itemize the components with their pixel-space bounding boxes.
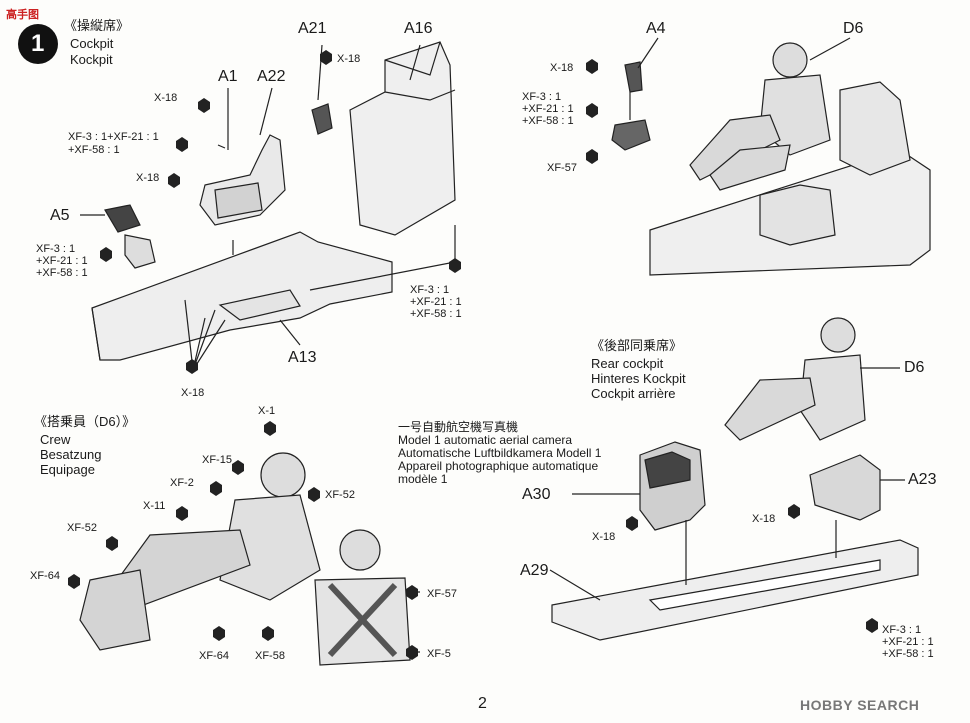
camera-caption: 一号自動航空機写真機 Model 1 automatic aerial came…	[398, 420, 602, 486]
paint-xf52: XF-52	[67, 522, 97, 534]
part-label-a1: A1	[218, 68, 238, 85]
watermark: 高手图	[6, 9, 39, 21]
part-label-a29: A29	[520, 562, 549, 579]
part-label-a16: A16	[404, 20, 433, 37]
seat-a23	[809, 454, 881, 521]
paint-xf3-xf21: XF-3 : 1+XF-21 : 1	[68, 131, 159, 143]
step-title-de: Kockpit	[70, 52, 113, 67]
crew-title-fr: Equipage	[40, 462, 95, 477]
paint-xf57: XF-57	[547, 162, 577, 174]
paint-x18: X-18	[136, 172, 160, 184]
paint-xf58: XF-58	[255, 650, 285, 662]
part-label-a13: A13	[288, 349, 317, 366]
hobby-search-logo: HOBBY SEARCH	[800, 697, 920, 713]
part-label-d6-top: D6	[843, 20, 864, 37]
page-number: 2	[478, 695, 487, 712]
paint-xf64: XF-64	[199, 650, 229, 662]
part-label-a4: A4	[646, 20, 666, 37]
paint-x18: X-18	[550, 62, 574, 74]
crew-title-en: Crew	[40, 432, 71, 447]
paint-xf57: XF-57	[427, 588, 457, 600]
part-label-a21: A21	[298, 20, 327, 37]
paint-xf64: XF-64	[30, 570, 60, 582]
part-label-d6-rear: D6	[904, 359, 925, 376]
part-label-a22: A22	[257, 68, 286, 85]
step-title-jp: 《操縦席》	[64, 18, 130, 33]
crew-title-de: Besatzung	[40, 447, 102, 462]
paint-xf5: XF-5	[427, 648, 451, 660]
rear-title-jp: 《後部同乗席》	[591, 338, 683, 353]
bulkhead-a16	[349, 41, 456, 236]
step-title-en: Cockpit	[70, 36, 114, 51]
paint-mix-a16: XF-3 : 1+XF-21 : 1+XF-58 : 1	[410, 284, 462, 320]
part-label-a23: A23	[908, 471, 937, 488]
paint-x18: X-18	[154, 92, 178, 104]
step-number: 1	[31, 30, 45, 57]
paint-mix-a29: XF-3 : 1+XF-21 : 1+XF-58 : 1	[882, 624, 934, 660]
part-label-a5: A5	[50, 207, 70, 224]
paint-mix-a5: XF-3 : 1+XF-21 : 1+XF-58 : 1	[36, 243, 88, 279]
paint-x18: X-18	[181, 387, 205, 399]
paint-mix-a4: XF-3 : 1+XF-21 : 1+XF-58 : 1	[522, 91, 574, 127]
paint-x18: X-18	[592, 531, 616, 543]
floor-a13	[91, 231, 393, 361]
paint-xf52: XF-52	[325, 489, 355, 501]
rear-title-de: Hinteres Kockpit	[591, 371, 686, 386]
crew-title-jp: 《搭乗員（D6）》	[34, 414, 136, 429]
paint-xf15: XF-15	[202, 454, 232, 466]
paint-xf2: XF-2	[170, 477, 194, 489]
paint-xf58: +XF-58 : 1	[68, 144, 120, 156]
rear-title-en: Rear cockpit	[591, 356, 664, 371]
paint-x18: X-18	[752, 513, 776, 525]
part-label-a30: A30	[522, 486, 551, 503]
paint-x1: X-1	[258, 405, 276, 417]
step-number-disc	[18, 24, 58, 64]
paint-x18: X-18	[337, 53, 361, 65]
rear-title-fr: Cockpit arrière	[591, 386, 676, 401]
paint-x11: X-11	[143, 500, 166, 512]
